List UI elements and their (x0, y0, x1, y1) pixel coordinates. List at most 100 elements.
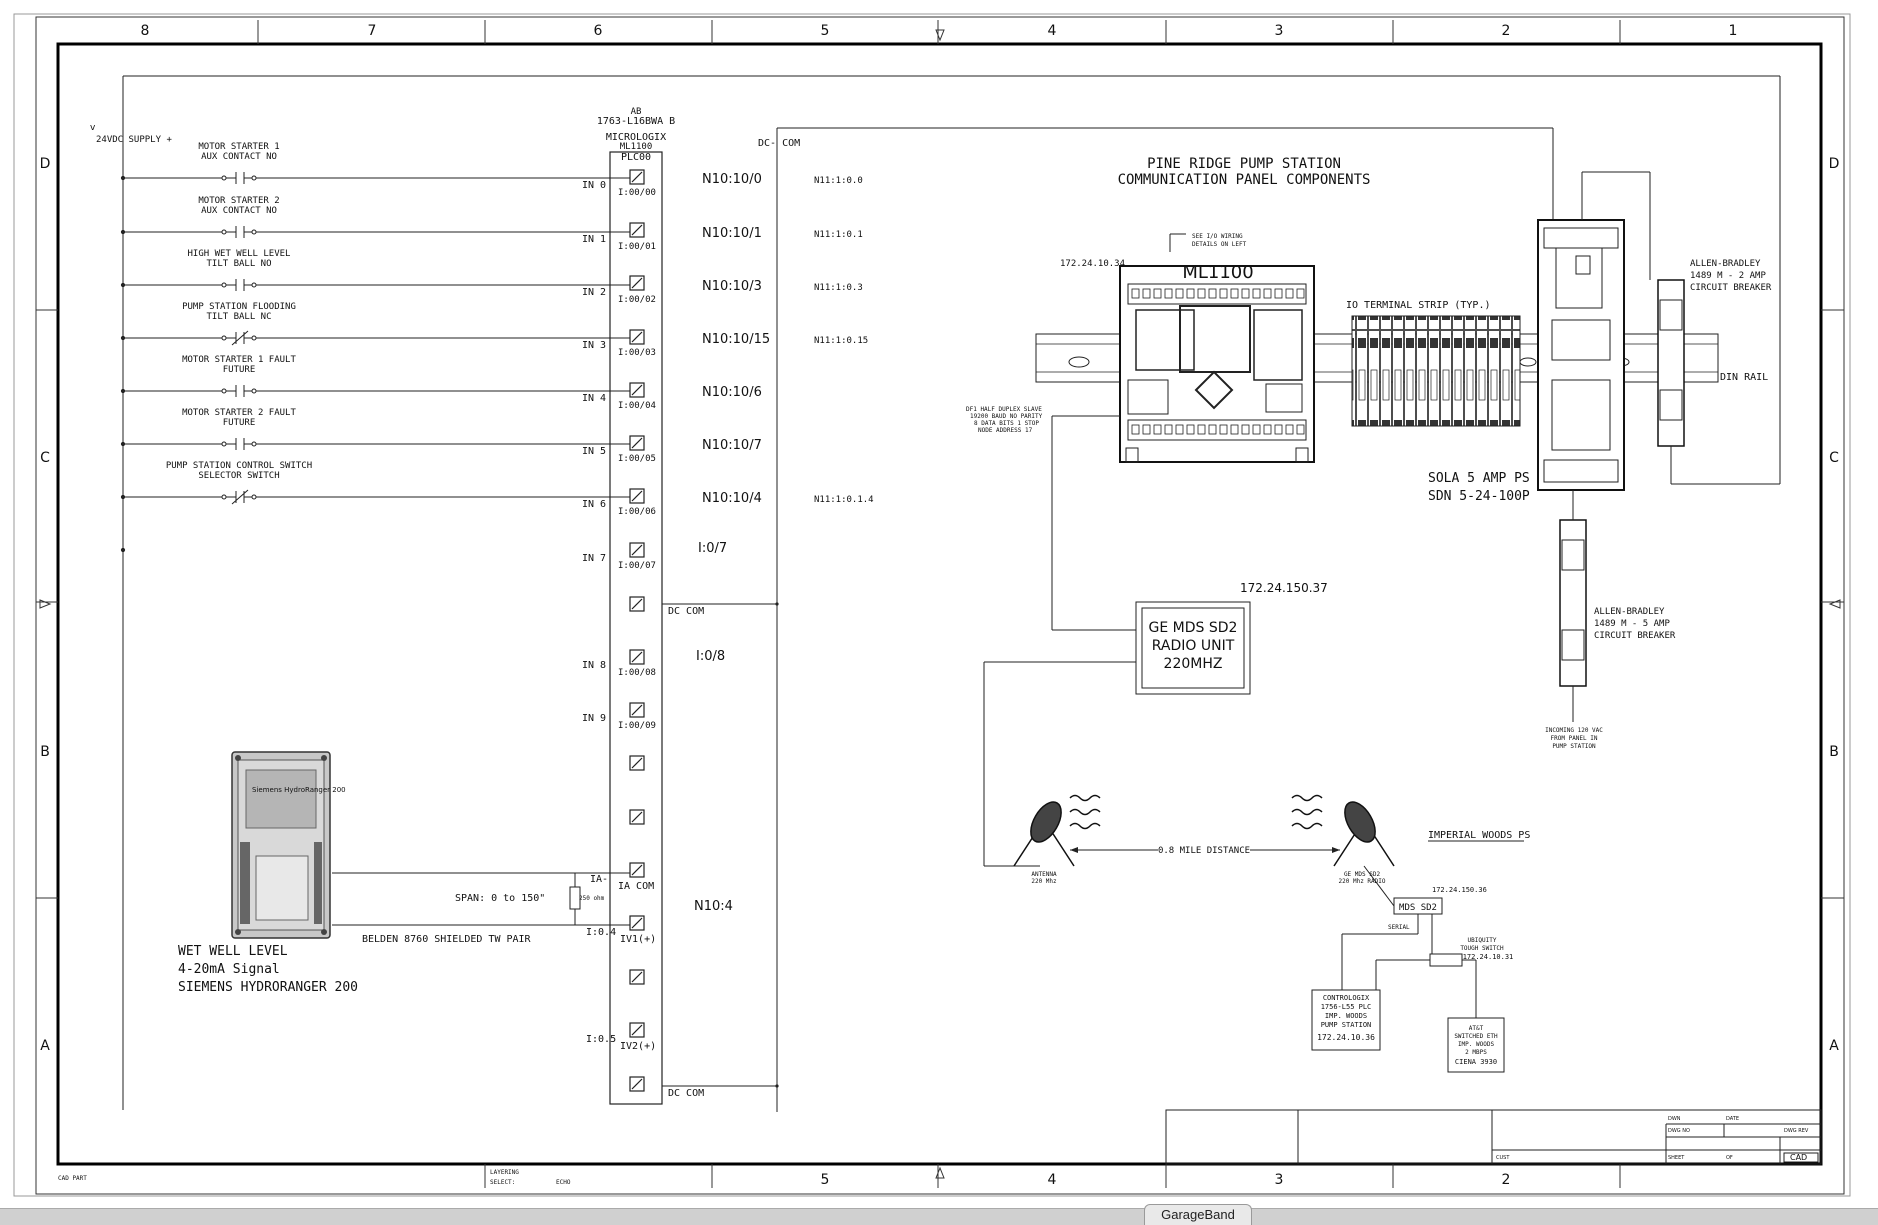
input-2-desc-1: HIGH WET WELL LEVEL (188, 249, 291, 259)
input-4-in: IN 4 (582, 393, 606, 404)
ubiquity-switch-box (1429, 953, 1463, 967)
controllogix-label-4: PUMP STATION (1321, 1021, 1372, 1029)
breaker-5amp-label-1: ALLEN-BRADLEY (1594, 607, 1665, 617)
sola-power-supply (1537, 219, 1625, 491)
plc-tag: PLC00 (621, 152, 651, 163)
breaker-2amp-label-2: 1489 M - 2 AMP (1690, 271, 1766, 281)
plc-io7: I:0/7 (698, 541, 727, 556)
title-block (1165, 1109, 1822, 1165)
input-2-tag: N10:10/3 (702, 279, 762, 294)
plc-terminal-3 (629, 329, 645, 345)
supply-label: 24VDC SUPPLY + (96, 135, 172, 145)
input-6-tag: N10:10/4 (702, 491, 762, 506)
input-0-desc-1: MOTOR STARTER 1 (198, 142, 279, 152)
incoming-power-1: INCOMING 120 VAC (1545, 727, 1603, 734)
input-1-in: IN 1 (582, 234, 606, 245)
input-2-alt: N11:1:0.3 (814, 283, 863, 293)
hydroranger-device: Siemens HydroRanger 200 (231, 751, 346, 939)
io-terminal-strip (1351, 315, 1521, 427)
input-3-tag: N10:10/15 (702, 332, 770, 347)
wetwell-resistor: 250 ohm (579, 895, 605, 902)
df1-setting-2: 19200 BAUD NO PARITY (970, 413, 1043, 420)
plc-terminal-14 (629, 915, 645, 931)
antenna-remote-label-1: GE MDS SD2 (1344, 871, 1381, 878)
antenna-local-label-2: 220 Mhz (1031, 878, 1057, 885)
zone-col-2-bottom: 2 (1502, 1172, 1511, 1188)
input-2-addr: I:00/02 (618, 295, 656, 305)
input-1-addr: I:00/01 (618, 242, 656, 252)
plc-terminal-12 (629, 809, 645, 825)
input-1-alt: N11:1:0.1 (814, 230, 863, 240)
antenna-remote-label-2: 220 Mhz RADIO (1339, 878, 1386, 885)
antenna-local-icon (1013, 794, 1101, 867)
plc-terminal-11 (629, 755, 645, 771)
supply-mark: v (90, 123, 96, 133)
input-4-desc-1: MOTOR STARTER 1 FAULT (182, 355, 296, 365)
input-0-in: IN 0 (582, 180, 606, 191)
att-label-2: SWITCHED ETH (1454, 1033, 1498, 1040)
serial-label: SERIAL (1388, 924, 1410, 931)
plc-terminal-16 (629, 1022, 645, 1038)
wetwell-device: SIEMENS HYDRORANGER 200 (178, 980, 358, 995)
ml1100-ip: 172.24.10.34 (1060, 259, 1125, 269)
plc-ia-com: IA COM (618, 881, 654, 892)
plc-catalog: 1763-L16BWA B (597, 116, 675, 127)
input-0-desc-2: AUX CONTACT NO (201, 152, 277, 162)
input-3-desc-2: TILT BALL NC (206, 312, 271, 322)
plc-model: ML1100 (620, 142, 653, 152)
controllogix-label-3: IMP. WOODS (1325, 1012, 1367, 1020)
breaker-5amp-label-3: CIRCUIT BREAKER (1594, 631, 1676, 641)
input-4-tag: N10:10/6 (702, 385, 762, 400)
zone-col-2: 2 (1502, 23, 1511, 39)
titleblock-date: DATE (1726, 1116, 1739, 1122)
plc-terminal-17 (629, 1076, 645, 1092)
zone-col-4-bottom: 4 (1048, 1172, 1057, 1188)
zone-col-5: 5 (821, 23, 830, 39)
titleblock-cad: CAD (1790, 1153, 1807, 1162)
input-3-desc-1: PUMP STATION FLOODING (182, 302, 296, 312)
drawing-subtitle: COMMUNICATION PANEL COMPONENTS (1118, 172, 1371, 188)
plc-io-block (609, 151, 663, 1105)
zone-row-b-right: B (1829, 744, 1839, 760)
footer-select: SELECT: (490, 1179, 515, 1186)
plc-iv1: IV1(+) (620, 934, 656, 945)
plc-terminal-6 (629, 488, 645, 504)
df1-setting-1: DF1 HALF DUPLEX SLAVE (966, 406, 1042, 413)
power-supply-label-2: SDN 5-24-100P (1428, 489, 1530, 504)
input-5-desc-2: FUTURE (223, 418, 256, 428)
input-1-tag: N10:10/1 (702, 226, 762, 241)
controllogix-box (1311, 989, 1381, 1051)
breaker-2amp-label-1: ALLEN-BRADLEY (1690, 259, 1761, 269)
zone-col-5-bottom: 5 (821, 1172, 830, 1188)
plc-in8-label: IN 8 (582, 660, 606, 671)
zone-row-d-right: D (1829, 156, 1840, 172)
att-label-4: 2 MBPS (1465, 1049, 1487, 1056)
plc-dc-com-top: DC- COM (758, 138, 800, 149)
breaker-5amp (1559, 519, 1587, 687)
footer-cad-part: CAD PART (58, 1175, 87, 1182)
power-supply-label-1: SOLA 5 AMP PS (1428, 471, 1530, 486)
breaker-2amp (1657, 279, 1685, 447)
plc-terminal-5 (629, 435, 645, 451)
input-6-desc-1: PUMP STATION CONTROL SWITCH (166, 461, 312, 471)
controllogix-label-5: 172.24.10.36 (1317, 1033, 1375, 1042)
plc-in9-label: IN 9 (582, 713, 606, 724)
switch-label-3: 172.24.10.31 (1463, 953, 1514, 961)
plc-iv2: IV2(+) (620, 1041, 656, 1052)
radio-label-2: RADIO UNIT (1152, 638, 1235, 654)
input-0-alt: N11:1:0.0 (814, 176, 863, 186)
ml1100-label: ML1100 (1182, 262, 1253, 283)
antenna-local-label-1: ANTENNA (1031, 871, 1057, 878)
garageband-dock-label[interactable]: GarageBand (1144, 1204, 1252, 1225)
remote-mds-ip: 172.24.150.36 (1432, 886, 1487, 894)
zone-col-1: 1 (1729, 23, 1738, 39)
zone-row-c-left: C (40, 450, 50, 466)
input-0-tag: N10:10/0 (702, 172, 762, 187)
radio-label-1: GE MDS SD2 (1149, 620, 1238, 636)
hydroranger-device-text: Siemens HydroRanger 200 (252, 786, 346, 794)
zone-col-6: 6 (594, 23, 603, 39)
switch-label-2: TOUGH SWITCH (1460, 945, 1504, 952)
titleblock-sheet: SHEET (1668, 1155, 1685, 1161)
plc-terminal-4 (629, 382, 645, 398)
zone-col-4: 4 (1048, 23, 1057, 39)
